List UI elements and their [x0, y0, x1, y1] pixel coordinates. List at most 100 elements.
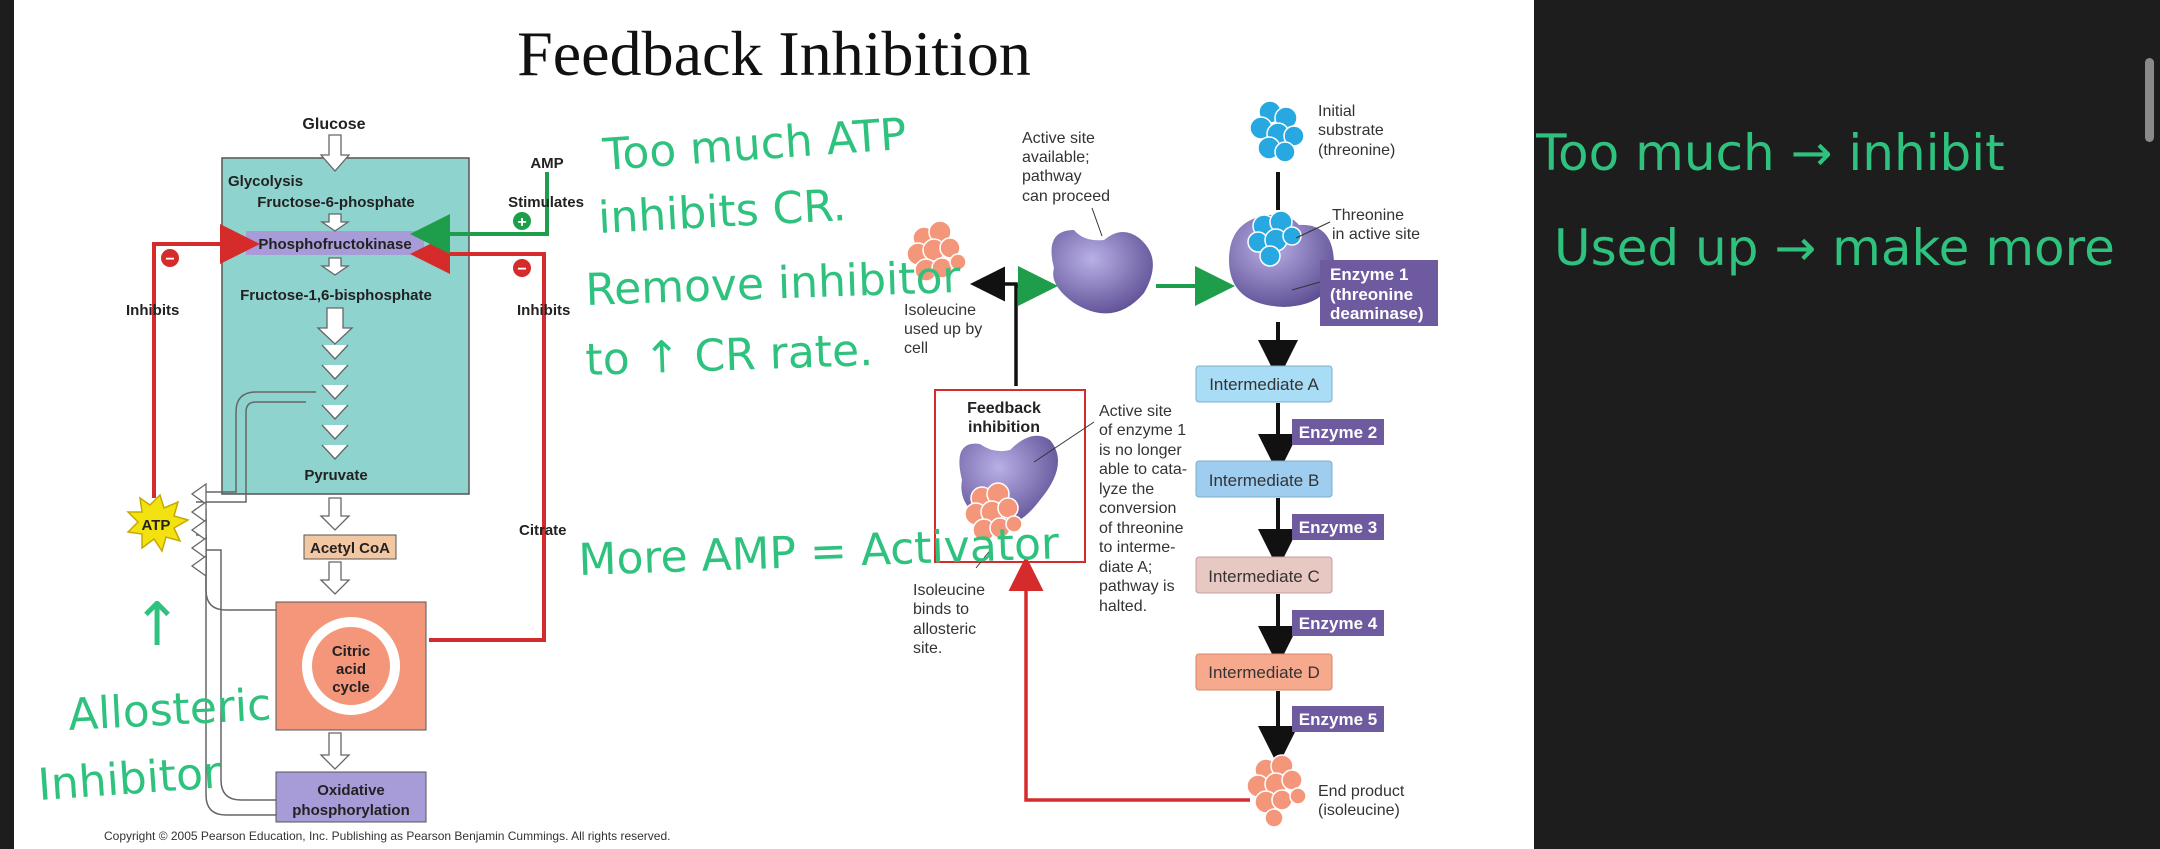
svg-text:Allosteric: Allosteric: [67, 679, 273, 741]
glycolysis-arrows: [316, 134, 354, 460]
free-enzyme-shape: [1051, 230, 1153, 314]
end-product-cluster: [1246, 754, 1307, 828]
note-line-1: Too much → inhibit: [1536, 124, 2005, 182]
svg-text:inhibits CR.: inhibits CR.: [597, 180, 848, 244]
svg-text:of threonine: of threonine: [1099, 520, 1184, 537]
handwritten-note-allosteric: Allosteric Inhibitor: [36, 679, 272, 811]
atp-label: ATP: [142, 517, 171, 534]
handwritten-note-atp: Too much ATP inhibits CR. Remove inhibit…: [585, 109, 963, 386]
svg-text:conversion: conversion: [1099, 500, 1176, 517]
isoleucine-used-1: Isoleucine: [904, 302, 976, 319]
minus-left: −: [165, 251, 174, 268]
svg-text:able to cata-: able to cata-: [1099, 461, 1187, 478]
enzyme3-label: Enzyme 3: [1299, 518, 1377, 537]
enzyme5-box: [1292, 706, 1384, 732]
enzyme4-box: [1292, 610, 1384, 636]
svg-text:Too much ATP: Too much ATP: [600, 109, 908, 181]
black-arrow-isoleucine: [970, 266, 1018, 386]
initial-substrate-2: substrate: [1318, 122, 1384, 139]
pyruvate-label: Pyruvate: [304, 467, 367, 484]
threonine-active-2: in active site: [1332, 226, 1420, 243]
isoleucine-binds-note: Isoleucine binds to allosteric site.: [913, 582, 985, 657]
svg-text:Inhibitor: Inhibitor: [36, 747, 223, 811]
svg-text:allosteric: allosteric: [913, 621, 976, 638]
minus-right: −: [517, 261, 526, 278]
intermediate-a-box: [1195, 365, 1333, 403]
isoleucine-used-2: used up by: [904, 321, 982, 338]
citrate-inhibit-arrow: [410, 234, 546, 642]
notes-panel: Too much → inhibit Used up → make more: [1536, 0, 2160, 849]
slide-canvas: Feedback Inhibition Glucose Glycolysis F…: [14, 0, 1534, 849]
oxphos-label-1: Oxidative: [317, 782, 385, 799]
intermediate-c-box: [1195, 556, 1333, 594]
plus-sign: +: [517, 214, 526, 231]
threonine-in-site: [1247, 210, 1302, 267]
intermediate-b-label: Intermediate B: [1209, 471, 1320, 490]
slide-diagram: Feedback Inhibition Glucose Glycolysis F…: [36, 18, 1438, 843]
atp-branch-heads: [190, 482, 207, 578]
active-site-available-4: can proceed: [1022, 188, 1110, 205]
initial-substrate-1: Initial: [1318, 103, 1355, 120]
initial-substrate-3: (threonine): [1318, 142, 1395, 159]
threonine-active-1: Threonine: [1332, 207, 1404, 224]
acetyl-coa-label: Acetyl CoA: [310, 540, 390, 557]
pfk-box: [246, 231, 424, 255]
glycolysis-label: Glycolysis: [228, 173, 303, 190]
note-line-2: Used up → make more: [1554, 219, 2115, 277]
feedback-label-1: Feedback: [967, 400, 1041, 417]
enzyme3-box: [1292, 514, 1384, 540]
isoleucine-cluster-used: [906, 220, 967, 282]
intermediate-d-label: Intermediate D: [1208, 663, 1320, 682]
acetyl-coa-box: [303, 534, 397, 560]
enzyme2-box: [1292, 419, 1384, 445]
intermediate-c-label: Intermediate C: [1208, 567, 1320, 586]
end-product-2: (isoleucine): [1318, 802, 1400, 819]
left-edge: [0, 0, 14, 849]
oxphos-label-2: phosphorylation: [292, 802, 410, 819]
active-site-available-3: pathway: [1022, 168, 1082, 185]
enzyme5-label: Enzyme 5: [1299, 710, 1377, 729]
atp-branch-arrows: [194, 391, 316, 816]
enzyme1-label-2: (threonine: [1330, 285, 1413, 304]
f16bp-label: Fructose-1,6-bisphosphate: [240, 287, 432, 304]
enzyme1-label-3: deaminase): [1330, 304, 1424, 323]
isoleucine-used-3: cell: [904, 340, 928, 357]
feedback-box: [934, 389, 1086, 563]
isoleucine-bound-cluster: [964, 482, 1023, 542]
citric-cycle-ring: [302, 617, 400, 715]
vertical-scrollbar[interactable]: [2145, 58, 2154, 142]
threonine-cluster-top: [1249, 100, 1305, 163]
pfk-label: Phosphofructokinase: [258, 236, 411, 253]
handwritten-note-amp: More AMP = Activator: [578, 518, 1061, 586]
citric-label-1: Citric: [332, 643, 370, 660]
plus-badge: [513, 212, 531, 230]
feedback-label-2: inhibition: [968, 419, 1040, 436]
end-product-1: End product: [1318, 783, 1405, 800]
active-site-available-1: Active site: [1022, 130, 1095, 147]
enzyme2-label: Enzyme 2: [1299, 423, 1377, 442]
svg-text:halted.: halted.: [1099, 598, 1147, 615]
citrate-label: Citrate: [519, 522, 567, 539]
intermediate-d-box: [1195, 653, 1333, 691]
svg-text:diate A;: diate A;: [1099, 559, 1152, 576]
enzyme1-box: [1320, 260, 1438, 326]
svg-text:Active site: Active site: [1099, 403, 1172, 420]
amp-stimulate-arrow: [410, 172, 549, 254]
svg-text:is no longer: is no longer: [1099, 442, 1182, 459]
inhibits-left-label: Inhibits: [126, 302, 179, 319]
f6p-label: Fructose-6-phosphate: [257, 194, 415, 211]
svg-text:of enzyme 1: of enzyme 1: [1099, 422, 1186, 439]
svg-text:Isoleucine: Isoleucine: [913, 582, 985, 599]
svg-text:lyze the: lyze the: [1099, 481, 1154, 498]
svg-text:to interme-: to interme-: [1099, 539, 1175, 556]
atp-starburst: [126, 493, 190, 553]
citric-label-2: acid: [336, 661, 366, 678]
stimulates-label: Stimulates: [508, 194, 584, 211]
enzyme4-label: Enzyme 4: [1299, 614, 1378, 633]
active-site-note: Active site of enzyme 1 is no longer abl…: [1099, 403, 1187, 615]
intermediate-b-box: [1195, 460, 1333, 498]
intermediate-a-label: Intermediate A: [1209, 375, 1319, 394]
oxphos-box: [275, 771, 427, 823]
citric-label-3: cycle: [332, 679, 370, 696]
notes-canvas: Too much → inhibit Used up → make more: [1536, 124, 2115, 277]
